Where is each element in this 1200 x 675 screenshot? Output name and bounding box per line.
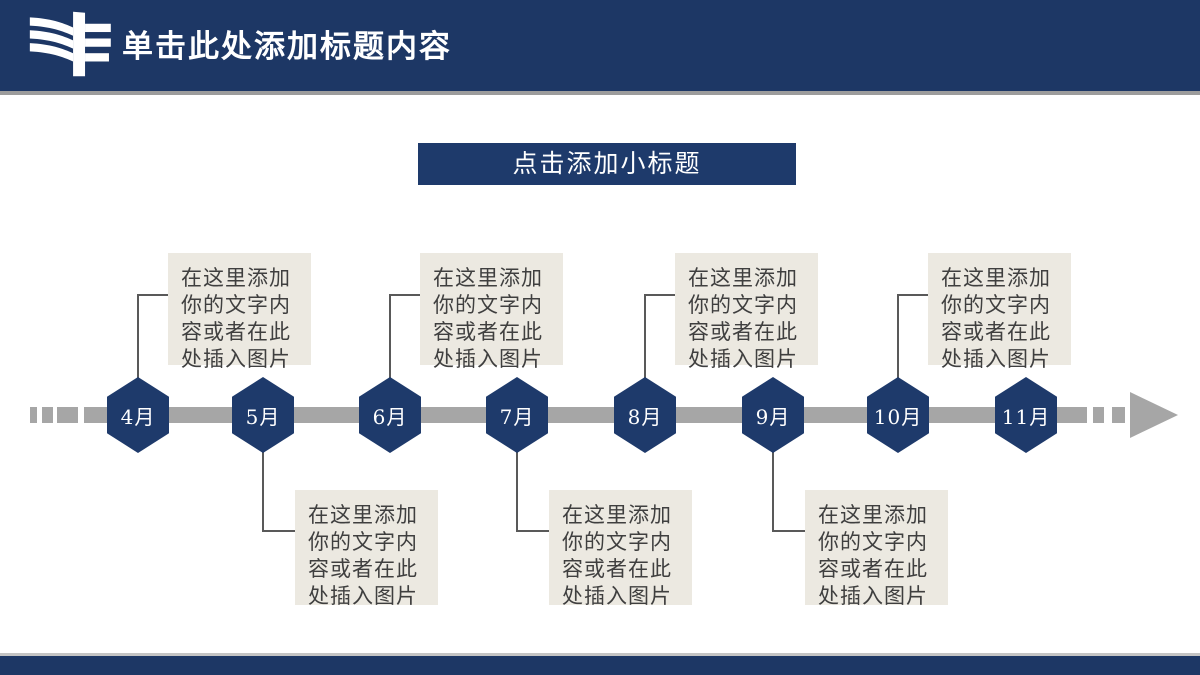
timeline-node-month-10: 10月 bbox=[867, 377, 929, 453]
timeline-node-month-8: 8月 bbox=[614, 377, 676, 453]
connector-line bbox=[772, 451, 774, 532]
timeline-dash bbox=[1093, 407, 1104, 423]
connector-line bbox=[517, 530, 550, 532]
timeline-node-month-4: 4月 bbox=[107, 377, 169, 453]
timeline-dash bbox=[42, 407, 53, 423]
note-box-month-8[interactable]: 在这里添加你的文字内容或者在此处插入图片 bbox=[675, 253, 818, 371]
connector-line bbox=[390, 294, 421, 296]
note-box-month-7[interactable]: 在这里添加你的文字内容或者在此处插入图片 bbox=[549, 490, 692, 608]
note-box-month-10[interactable]: 在这里添加你的文字内容或者在此处插入图片 bbox=[928, 253, 1071, 371]
connector-line bbox=[138, 294, 169, 296]
note-box-month-4[interactable]: 在这里添加你的文字内容或者在此处插入图片 bbox=[168, 253, 311, 371]
timeline-dash bbox=[30, 407, 37, 423]
connector-line bbox=[137, 294, 139, 379]
footer-divider bbox=[0, 653, 1200, 656]
note-box-month-9[interactable]: 在这里添加你的文字内容或者在此处插入图片 bbox=[805, 490, 948, 608]
subtitle-banner-placeholder[interactable]: 点击添加小标题 bbox=[418, 143, 796, 185]
timeline-dash bbox=[57, 407, 78, 423]
title-bar: 单击此处添加标题内容 bbox=[0, 0, 1200, 91]
note-box-month-6[interactable]: 在这里添加你的文字内容或者在此处插入图片 bbox=[420, 253, 563, 371]
month-label: 6月 bbox=[372, 404, 408, 429]
connector-line bbox=[644, 294, 646, 379]
connector-line bbox=[262, 451, 264, 532]
timeline-node-month-11: 11月 bbox=[995, 377, 1057, 453]
connector-line bbox=[516, 451, 518, 532]
waves-flag-logo-icon bbox=[29, 11, 111, 77]
month-label: 11月 bbox=[1001, 404, 1051, 429]
connector-line bbox=[897, 294, 899, 379]
month-label: 4月 bbox=[120, 404, 156, 429]
month-label: 7月 bbox=[499, 404, 535, 429]
slide-title-placeholder[interactable]: 单击此处添加标题内容 bbox=[122, 29, 452, 64]
month-label: 10月 bbox=[873, 404, 923, 429]
timeline-node-month-6: 6月 bbox=[359, 377, 421, 453]
header-divider bbox=[0, 91, 1200, 95]
timeline-dash bbox=[1112, 407, 1125, 423]
timeline-arrowhead-icon bbox=[1130, 392, 1178, 438]
timeline-node-month-5: 5月 bbox=[232, 377, 294, 453]
connector-line bbox=[773, 530, 806, 532]
connector-line bbox=[898, 294, 929, 296]
note-box-month-5[interactable]: 在这里添加你的文字内容或者在此处插入图片 bbox=[295, 490, 438, 608]
connector-line bbox=[645, 294, 676, 296]
timeline-node-month-9: 9月 bbox=[742, 377, 804, 453]
month-label: 5月 bbox=[245, 404, 281, 429]
connector-line bbox=[263, 530, 296, 532]
month-label: 8月 bbox=[627, 404, 663, 429]
timeline-bar bbox=[84, 407, 1087, 423]
footer-bar bbox=[0, 656, 1200, 675]
timeline-node-month-7: 7月 bbox=[486, 377, 548, 453]
connector-line bbox=[389, 294, 391, 379]
month-label: 9月 bbox=[755, 404, 791, 429]
